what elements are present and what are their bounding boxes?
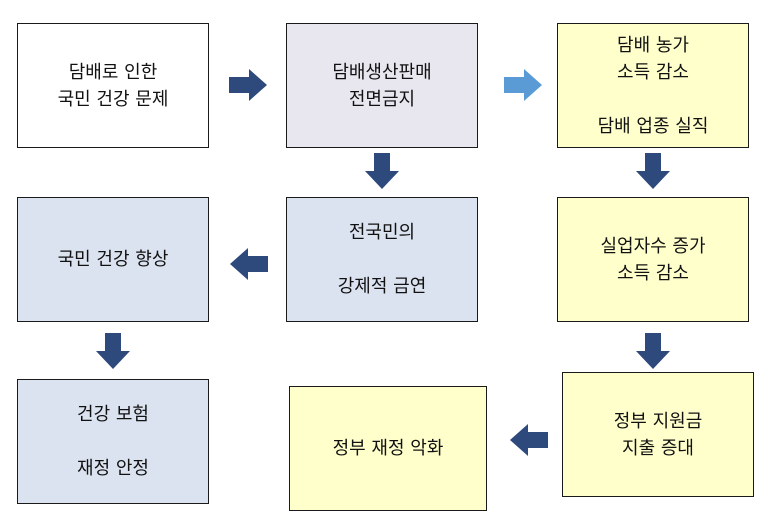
arrow-right-1 — [229, 69, 267, 101]
arrow-down-2 — [636, 153, 670, 189]
arrow-down-1 — [365, 153, 399, 189]
box-text-line: 소득 감소 — [617, 61, 689, 83]
box-text-line: 정부 재정 악화 — [332, 438, 444, 459]
box-subsidy-spending-increase: 정부 지원금 지출 증대 — [562, 372, 754, 497]
box-health-improvement: 국민 건강 향상 — [17, 197, 209, 322]
arrow-right-1-shape — [229, 69, 267, 101]
box-text-line: 담배 농가 — [617, 34, 689, 56]
box-government-finance-worse: 정부 재정 악화 — [289, 386, 487, 511]
arrow-left-1-shape — [230, 248, 268, 280]
arrow-down-1-shape — [365, 153, 399, 189]
arrow-left-2-shape — [510, 424, 548, 456]
box-text-line: 담배로 인한 — [68, 61, 158, 83]
arrow-down-4-shape — [636, 333, 670, 369]
box-total-sales-ban: 담배생산판매 전면금지 — [286, 23, 478, 148]
arrow-right-2-shape — [504, 69, 542, 101]
box-text-line: 재정 안정 — [77, 458, 149, 479]
box-tobacco-farm-income-drop: 담배 농가 소득 감소 담배 업종 실직 — [557, 23, 749, 148]
box-unemployment-increase: 실업자수 증가 소득 감소 — [557, 197, 749, 322]
box-text-line: 지출 증대 — [622, 437, 694, 459]
box-text-line: 건강 보험 — [77, 404, 149, 425]
box-text-line: 소득 감소 — [617, 262, 689, 284]
box-text-line: 정부 지원금 — [613, 410, 703, 432]
box-text-line: 실업자수 증가 — [600, 235, 706, 257]
arrow-left-1 — [230, 248, 268, 280]
box-forced-quit-smoking: 전국민의 강제적 금연 — [286, 197, 478, 322]
box-insurance-stability: 건강 보험 재정 안정 — [17, 379, 209, 504]
box-text-line: 국민 건강 향상 — [57, 249, 169, 270]
arrow-right-2 — [504, 69, 542, 101]
box-text-line: 담배생산판매 — [332, 61, 432, 83]
box-text-line: 국민 건강 문제 — [57, 88, 169, 110]
box-smoking-health-problem: 담배로 인한 국민 건강 문제 — [17, 23, 209, 148]
arrow-down-2-shape — [636, 153, 670, 189]
box-text-line: 전국민의 — [348, 222, 416, 243]
arrow-left-2 — [510, 424, 548, 456]
arrow-down-3-shape — [96, 333, 130, 369]
box-text-line: 전면금지 — [348, 88, 416, 110]
arrow-down-3 — [96, 333, 130, 369]
arrow-down-4 — [636, 333, 670, 369]
box-text-line: 담배 업종 실직 — [597, 115, 709, 137]
box-text-line: 강제적 금연 — [337, 276, 427, 297]
